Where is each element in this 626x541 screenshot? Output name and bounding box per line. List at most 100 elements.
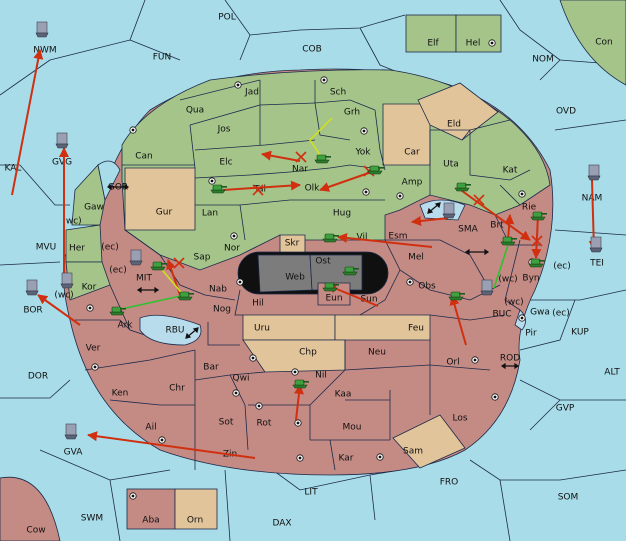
label-som: SOM xyxy=(558,493,579,503)
label-sch: Sch xyxy=(330,88,346,98)
label-wc3: (wc) xyxy=(498,275,517,285)
label-grh: Grh xyxy=(344,108,360,118)
region-gur[interactable] xyxy=(124,167,196,231)
label-esm: Esm xyxy=(388,232,407,242)
label-her: Her xyxy=(69,244,85,254)
fleet-icon xyxy=(60,272,74,289)
label-hil: Hil xyxy=(252,299,264,309)
label-rie: Rie xyxy=(522,203,537,213)
label-orl: Orl xyxy=(446,358,459,368)
label-nar: Nar xyxy=(292,165,308,175)
label-nil: Nil xyxy=(315,371,327,381)
label-swm: SWM xyxy=(81,514,103,524)
label-ver: Ver xyxy=(86,344,101,354)
label-kal: KAL xyxy=(5,164,22,174)
label-sma: SMA xyxy=(458,225,478,235)
label-lan: Lan xyxy=(202,209,218,219)
label-cob: COB xyxy=(302,45,322,55)
label-ark: Ark xyxy=(117,321,133,331)
label-gvp: GVP xyxy=(556,404,575,414)
label-feu: Feu xyxy=(408,324,424,334)
label-gur: Gur xyxy=(156,208,173,218)
region-gaw[interactable] xyxy=(71,164,106,226)
label-eun: Eun xyxy=(325,294,342,304)
label-fun: FUN xyxy=(153,53,172,63)
region-orn[interactable] xyxy=(174,488,218,530)
label-kaa: Kaa xyxy=(335,390,352,400)
fleet-icon xyxy=(589,236,603,253)
label-rot: Rot xyxy=(257,419,272,429)
label-web: Web xyxy=(285,273,305,283)
region-ost[interactable] xyxy=(309,254,363,291)
label-nom: NOM xyxy=(532,55,554,65)
region-sam[interactable] xyxy=(392,414,466,469)
region-elf[interactable] xyxy=(405,14,457,53)
fleet-icon xyxy=(442,202,456,219)
label-con: Con xyxy=(595,38,613,48)
label-mvu: MVU xyxy=(36,243,57,253)
label-obs: Obs xyxy=(418,282,436,292)
region-eld[interactable] xyxy=(417,82,499,141)
label-rbu: RBU xyxy=(165,326,184,336)
fleet-icon xyxy=(480,279,494,296)
label-uta: Uta xyxy=(443,160,459,170)
label-mou: Mou xyxy=(343,423,362,433)
label-fro: FRO xyxy=(440,478,459,488)
fleet-icon xyxy=(129,249,143,266)
label-alt: ALT xyxy=(604,368,620,378)
label-cow: Cow xyxy=(26,526,45,536)
label-kar: Kar xyxy=(339,454,354,464)
label-hug: Hug xyxy=(333,209,351,219)
label-gwa: Gwa xyxy=(530,308,550,318)
label-bor: BOR xyxy=(23,306,42,316)
strait-arrows xyxy=(106,183,520,370)
label-gvg: GVG xyxy=(52,158,72,168)
fleet-icon xyxy=(587,164,601,181)
channel-gor xyxy=(97,160,121,202)
fleet-icon xyxy=(25,279,39,296)
label-nab: Nab xyxy=(209,285,227,295)
label-jos: Jos xyxy=(217,125,231,135)
label-amp: Amp xyxy=(402,178,423,188)
label-aba: Aba xyxy=(142,516,159,526)
label-pol: POL xyxy=(218,13,236,23)
fleet-icon xyxy=(35,21,49,38)
label-neu: Neu xyxy=(368,348,386,358)
fleet-icon xyxy=(64,423,78,440)
label-dor: DOR xyxy=(28,372,48,382)
label-olk: Olk xyxy=(305,184,321,194)
label-lit: LIT xyxy=(304,488,318,498)
label-buc: BUC xyxy=(492,310,511,320)
label-uru: Uru xyxy=(254,324,270,334)
label-kat: Kat xyxy=(503,166,518,176)
label-ken: Ken xyxy=(112,389,129,399)
label-ovd: OVD xyxy=(556,107,576,117)
label-jad: Jad xyxy=(244,88,259,98)
label-mel: Mel xyxy=(408,253,424,263)
label-yok: Yok xyxy=(354,148,371,158)
label-nog: Nog xyxy=(213,305,231,315)
label-chr: Chr xyxy=(169,384,185,394)
label-sun: Sun xyxy=(360,295,377,305)
label-kup: KUP xyxy=(571,328,589,338)
label-sam: Sam xyxy=(403,447,423,457)
label-vil: Vil xyxy=(357,233,368,243)
lake-sma[interactable] xyxy=(419,199,466,221)
label-wc2: (wc) xyxy=(54,291,73,301)
label-tei: TEI xyxy=(589,259,604,269)
label-rod: ROD xyxy=(500,354,520,364)
label-gva: GVA xyxy=(64,448,84,458)
label-orn: Orn xyxy=(187,516,203,526)
label-elc: Elc xyxy=(219,158,232,168)
label-can: Can xyxy=(135,152,153,162)
label-sap: Sap xyxy=(194,253,211,263)
land-borders xyxy=(75,79,540,471)
map-labels: POL COB FUN NWM NOM Con Elf Hel OVD KAL … xyxy=(5,13,621,536)
label-ail: Ail xyxy=(145,423,156,433)
label-skr: Skr xyxy=(285,239,300,249)
label-wc1: (wc) xyxy=(62,217,81,227)
fleet-icon xyxy=(55,132,69,149)
label-eld: Eld xyxy=(447,120,461,130)
label-ec1: (ec) xyxy=(101,243,119,253)
